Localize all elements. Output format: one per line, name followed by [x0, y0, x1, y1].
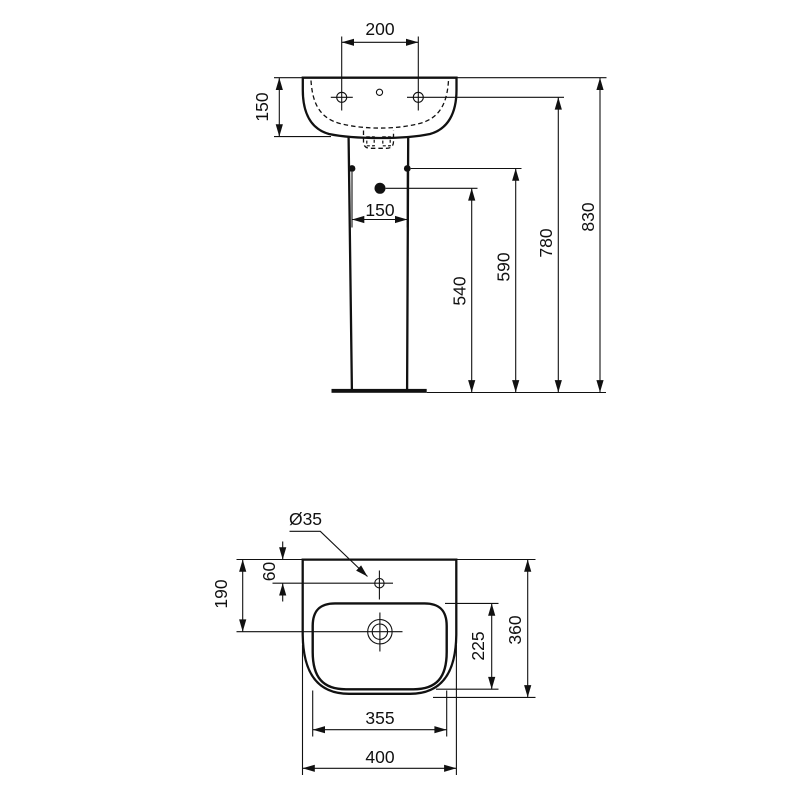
dim-355-label: 355 [365, 708, 394, 728]
right-fixing-point [403, 165, 411, 172]
plan-view: Ø35 60 190 225 360 355 400 [211, 509, 536, 775]
basin-outline [301, 76, 458, 140]
pedestal-base [331, 388, 427, 393]
basin-inner-rim-dashed [310, 80, 450, 129]
overflow-hole [375, 88, 384, 96]
dim-360-label: 360 [505, 615, 525, 644]
trap-outline-dashed [362, 130, 395, 149]
right-tap-hole [412, 91, 424, 103]
dim-150-basin-label: 150 [252, 92, 272, 121]
dim-150-fixing-label: 150 [365, 200, 394, 220]
drain-hole-inner [371, 623, 389, 640]
plan-tap-hole [374, 577, 385, 589]
dim-830-label: 830 [578, 202, 598, 231]
dim-225-label: 225 [468, 631, 488, 660]
dim-190-label: 190 [211, 579, 231, 608]
front-elevation-view: 200 150 150 540 590 780 830 [252, 19, 607, 394]
bowl-outline [311, 602, 448, 691]
trap-detail-left-dashed [366, 136, 375, 147]
tap-diameter-leader-line [289, 530, 368, 577]
pedestal-left-edge [347, 136, 354, 392]
dim-590-label: 590 [494, 252, 514, 281]
dim-540-label: 540 [450, 276, 470, 305]
dim-400-label: 400 [365, 747, 394, 767]
trap-detail-right-dashed [382, 136, 391, 147]
pedestal-right-edge [405, 136, 410, 392]
dim-780-label: 780 [536, 228, 556, 257]
left-tap-hole [336, 91, 348, 103]
dim-60-label: 60 [259, 562, 279, 582]
plan-outline [301, 558, 458, 695]
inlet-point [374, 182, 386, 194]
dim-200-label: 200 [365, 19, 394, 39]
left-fixing-point [348, 165, 356, 172]
drain-hole-outer [367, 618, 393, 645]
dim-dia35-label: Ø35 [289, 509, 322, 529]
